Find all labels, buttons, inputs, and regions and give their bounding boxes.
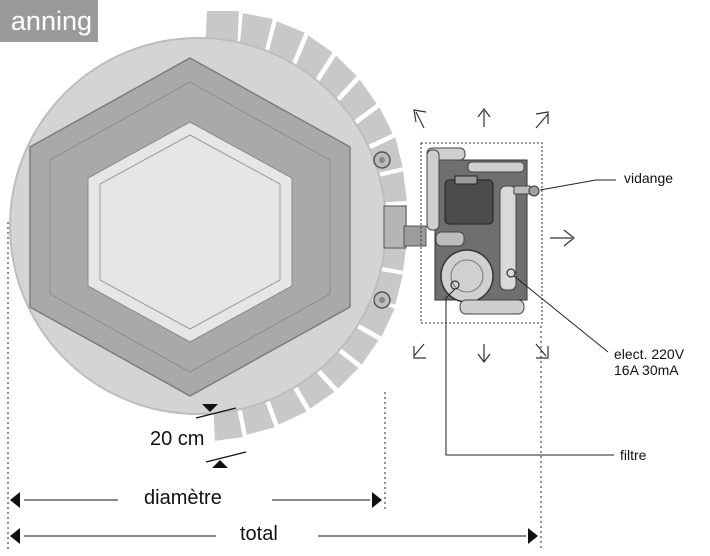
filter-tank-lid — [450, 259, 484, 293]
gap-arrow-top-icon — [202, 404, 218, 412]
skimmer-fitting-center — [379, 157, 385, 163]
filter-column — [499, 185, 517, 291]
pipe — [426, 149, 440, 231]
pipe — [459, 299, 525, 315]
skimmer-box — [383, 205, 407, 249]
filtration-unit — [420, 142, 543, 324]
return-fitting-center — [379, 297, 385, 303]
header-tab-text: anning — [10, 6, 92, 36]
filtration-zone-outline — [420, 142, 543, 324]
arrow-down-left-icon — [413, 343, 426, 359]
dim-arrow-right-icon — [372, 492, 382, 508]
label-vidange: vidange — [624, 170, 674, 186]
leader-filtre — [445, 288, 614, 456]
total-arrow-right-icon — [528, 528, 538, 544]
arrow-right-icon — [550, 229, 575, 247]
gap-arrow-bottom-icon — [212, 460, 228, 468]
label-diametre: diamètre — [144, 487, 222, 509]
pool-water — [87, 121, 293, 343]
label-total: total — [240, 523, 278, 545]
pipe — [513, 185, 531, 195]
arrow-down-right-icon — [535, 343, 549, 359]
arrow-down-icon — [477, 344, 491, 363]
extension-lines — [7, 222, 542, 551]
filter-tank — [440, 249, 494, 303]
gap-markers — [195, 404, 247, 468]
leader-vidange — [539, 179, 616, 191]
pipe — [435, 231, 465, 247]
drain-valve — [528, 185, 540, 197]
direction-arrows — [413, 108, 575, 363]
label-elect-line2: 16A 30mA — [614, 362, 679, 378]
gap-line-top — [195, 407, 237, 419]
arrow-up-right-icon — [535, 111, 549, 129]
dimension-total — [10, 528, 538, 544]
pump-motor — [444, 179, 494, 225]
header-tab: anning — [0, 0, 98, 42]
pool-water-edge — [99, 134, 281, 330]
dimension-diametre — [10, 492, 382, 508]
leader-lines — [445, 179, 616, 456]
dim-arrow-left-icon — [10, 492, 20, 508]
label-elect-line1: elect. 220V — [614, 346, 685, 362]
electric-marker — [506, 268, 516, 278]
label-gap: 20 cm — [150, 428, 205, 450]
arrow-up-left-icon — [413, 109, 427, 129]
pipe — [467, 161, 525, 173]
arrow-up-icon — [477, 108, 491, 127]
gap-line-bottom — [205, 451, 247, 463]
pool-hexagon-edge — [49, 81, 331, 373]
connection-pipe — [403, 225, 427, 247]
label-filtre: filtre — [620, 447, 647, 463]
pump-cap — [454, 175, 478, 185]
leader-elect — [513, 275, 609, 353]
total-arrow-left-icon — [10, 528, 20, 544]
